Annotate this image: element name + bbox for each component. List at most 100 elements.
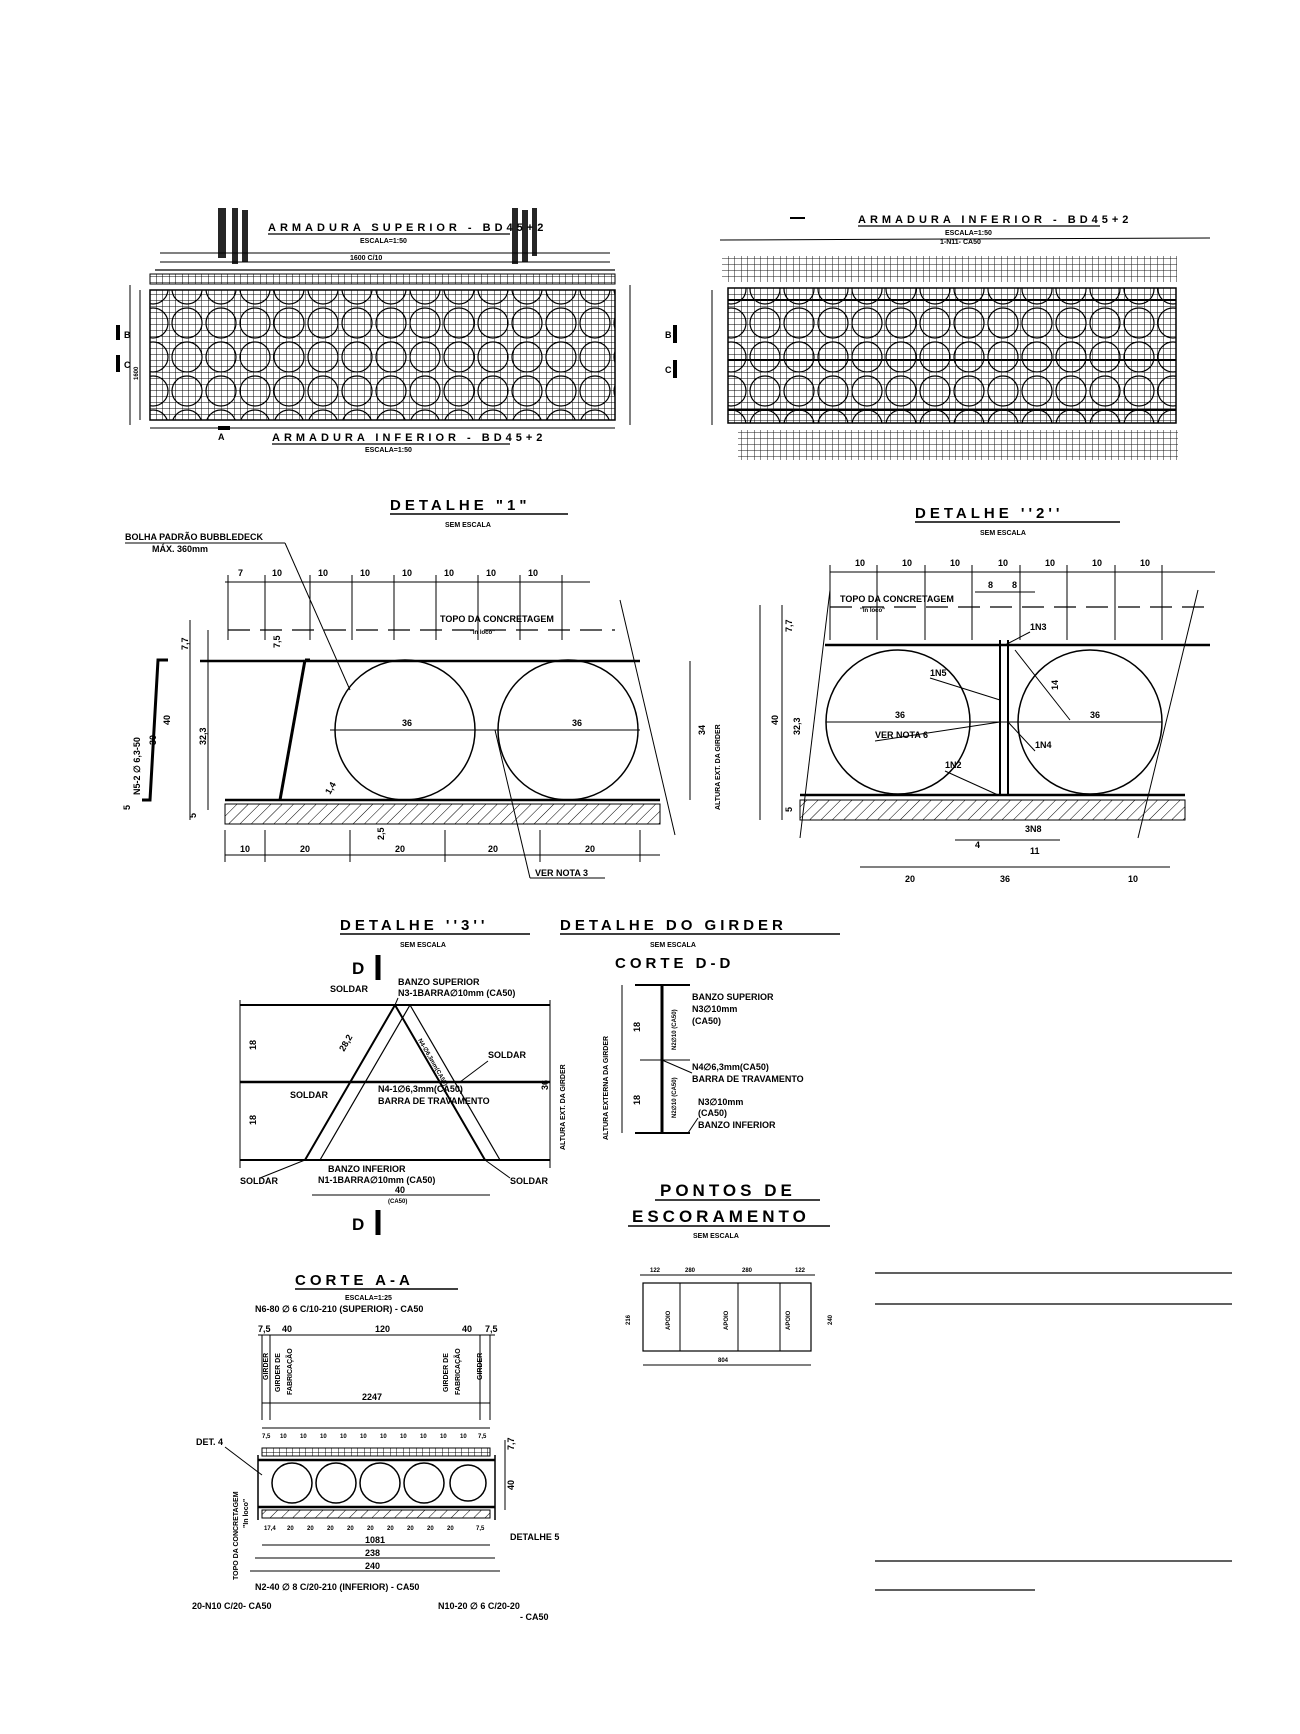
pontos-escoramento: PONTOS DE ESCORAMENTO SEM ESCALA 122 280…	[626, 1181, 834, 1366]
svg-text:GIRDER DE: GIRDER DE	[443, 1353, 450, 1392]
svg-text:40: 40	[162, 715, 172, 725]
svg-text:C: C	[665, 365, 672, 375]
svg-text:BANZO INFERIOR: BANZO INFERIOR	[698, 1120, 776, 1130]
svg-text:BANZO INFERIOR: BANZO INFERIOR	[328, 1164, 406, 1174]
svg-text:238: 238	[365, 1548, 380, 1558]
svg-text:7,5: 7,5	[258, 1324, 271, 1334]
detalhe1-note: VER NOTA 3	[535, 868, 588, 878]
svg-text:BARRA DE TRAVAMENTO: BARRA DE TRAVAMENTO	[378, 1096, 490, 1106]
svg-text:"In loco": "In loco"	[860, 608, 885, 614]
svg-text:1,4: 1,4	[323, 780, 338, 796]
svg-text:7,5: 7,5	[478, 1434, 487, 1440]
svg-text:C: C	[124, 360, 131, 370]
detalhe1-bottom-dims: 10 20 20 20 20	[224, 830, 660, 862]
svg-text:SOLDAR: SOLDAR	[488, 1050, 527, 1060]
svg-text:20: 20	[287, 1526, 294, 1532]
svg-text:B: B	[124, 330, 131, 340]
detalhe2-top-dims: 10 10 10 10 10 10 10	[855, 558, 1150, 568]
detalhe3-vertical-label: ALTURA EXT. DA GIRDER	[560, 1064, 567, 1150]
detalhe2-labels: 1N3 1N5 VER NOTA 6 1N4 1N2 3N8	[874, 622, 1052, 834]
svg-text:10: 10	[440, 1434, 447, 1440]
corte-aa-title: CORTE A-A	[295, 1272, 414, 1289]
svg-text:20: 20	[307, 1526, 314, 1532]
svg-text:7,5: 7,5	[272, 635, 282, 648]
svg-text:240: 240	[828, 1314, 834, 1325]
svg-text:1081: 1081	[365, 1535, 385, 1545]
svg-text:(CA50): (CA50)	[698, 1108, 727, 1118]
svg-text:N3-1BARRA∅10mm (CA50): N3-1BARRA∅10mm (CA50)	[398, 988, 515, 998]
svg-text:40: 40	[770, 715, 780, 725]
svg-text:GIRDER: GIRDER	[477, 1353, 484, 1380]
svg-text:FABRICAÇÃO: FABRICAÇÃO	[285, 1348, 294, 1395]
svg-text:10: 10	[402, 568, 412, 578]
svg-text:10: 10	[318, 568, 328, 578]
plan-inferior-label-band-bottom	[738, 430, 1178, 460]
svg-text:1N2: 1N2	[945, 760, 962, 770]
detalhe2-topo: TOPO DA CONCRETAGEM	[840, 594, 954, 604]
svg-text:N1-1BARRA∅10mm (CA50): N1-1BARRA∅10mm (CA50)	[318, 1175, 435, 1185]
svg-text:5: 5	[122, 805, 132, 810]
svg-text:40: 40	[395, 1185, 405, 1195]
svg-text:5: 5	[188, 813, 198, 818]
svg-text:GIRDER: GIRDER	[263, 1353, 270, 1380]
svg-text:10: 10	[340, 1434, 347, 1440]
plan-armadura-superior: ARMADURA SUPERIOR - BD45+2 ESCALA=1:50 1…	[116, 208, 631, 454]
svg-text:20: 20	[447, 1526, 454, 1532]
plan-inferior-bottom-title: ARMADURA INFERIOR - BD45+2	[272, 432, 546, 444]
corte-aa-spacing-bottom: 17,4 20 20 20 20 20 20 20 20 20 7,5	[264, 1526, 485, 1532]
svg-text:32,3: 32,3	[198, 727, 208, 745]
girder-cut-title: CORTE D-D	[615, 955, 734, 972]
corte-aa-note-right: N10-20 ∅ 6 C/20-20	[438, 1601, 520, 1611]
svg-text:N2∅10 (CA50): N2∅10 (CA50)	[671, 1009, 678, 1050]
svg-text:36: 36	[540, 1080, 550, 1090]
svg-text:10: 10	[950, 558, 960, 568]
detalhe1-diam1: 36	[402, 718, 412, 728]
svg-text:10: 10	[360, 568, 370, 578]
svg-text:216: 216	[626, 1314, 632, 1325]
svg-text:36: 36	[1090, 710, 1100, 720]
svg-text:8: 8	[1012, 580, 1017, 590]
svg-text:20: 20	[395, 844, 405, 854]
svg-text:10: 10	[460, 1434, 467, 1440]
svg-text:10: 10	[320, 1434, 327, 1440]
svg-text:40: 40	[282, 1324, 292, 1334]
corte-aa-topo-label: TOPO DA CONCRETAGEM	[233, 1491, 240, 1580]
svg-text:34: 34	[697, 725, 707, 735]
svg-text:N5-2 ∅ 6,3-50: N5-2 ∅ 6,3-50	[132, 737, 142, 795]
plan-armadura-inferior: ARMADURA INFERIOR - BD45+2 ESCALA=1:50 1…	[665, 214, 1211, 460]
svg-text:280: 280	[685, 1268, 696, 1274]
corte-aa-note-left: 20-N10 C/20- CA50	[192, 1601, 272, 1611]
svg-text:280: 280	[742, 1268, 753, 1274]
svg-text:APOIO: APOIO	[666, 1310, 672, 1330]
svg-text:10: 10	[400, 1434, 407, 1440]
detalhe1-bolha-sub: MÁX. 360mm	[152, 544, 208, 554]
svg-text:120: 120	[375, 1324, 390, 1334]
svg-text:APOIO: APOIO	[786, 1310, 792, 1330]
detalhe2-bottom-dims: 20 36 10	[860, 866, 1170, 884]
svg-text:7,5: 7,5	[485, 1324, 498, 1334]
detalhe1-bolha: BOLHA PADRÃO BUBBLEDECK	[125, 532, 263, 542]
plan-superior-side-dim: 1600	[134, 366, 140, 380]
corte-aa-det4: DET. 4	[196, 1437, 223, 1447]
svg-text:20: 20	[407, 1526, 414, 1532]
plan-superior-vertical-notes	[218, 208, 537, 264]
corte-aa-width: 2247	[362, 1392, 382, 1402]
svg-text:122: 122	[795, 1268, 806, 1274]
plan-inferior-bottom-scale: ESCALA=1:50	[365, 447, 412, 454]
svg-text:5: 5	[784, 807, 794, 812]
svg-text:10: 10	[420, 1434, 427, 1440]
svg-text:"In loco": "In loco"	[243, 1499, 250, 1528]
svg-text:10: 10	[855, 558, 865, 568]
svg-text:10: 10	[902, 558, 912, 568]
svg-text:18: 18	[248, 1040, 258, 1050]
svg-text:17,4: 17,4	[264, 1526, 276, 1532]
plan-inferior-title: ARMADURA INFERIOR - BD45+2	[858, 214, 1132, 226]
detalhe2-left-dims: 7,7 40 32,3 5	[759, 605, 802, 820]
svg-text:20: 20	[427, 1526, 434, 1532]
plan-superior-dim-center: 1600 C/10	[350, 255, 382, 262]
svg-text:SOLDAR: SOLDAR	[290, 1090, 329, 1100]
detalhe1-title: DETALHE "1"	[390, 497, 530, 514]
svg-text:10: 10	[360, 1434, 367, 1440]
escoramento-scale: SEM ESCALA	[693, 1233, 739, 1240]
